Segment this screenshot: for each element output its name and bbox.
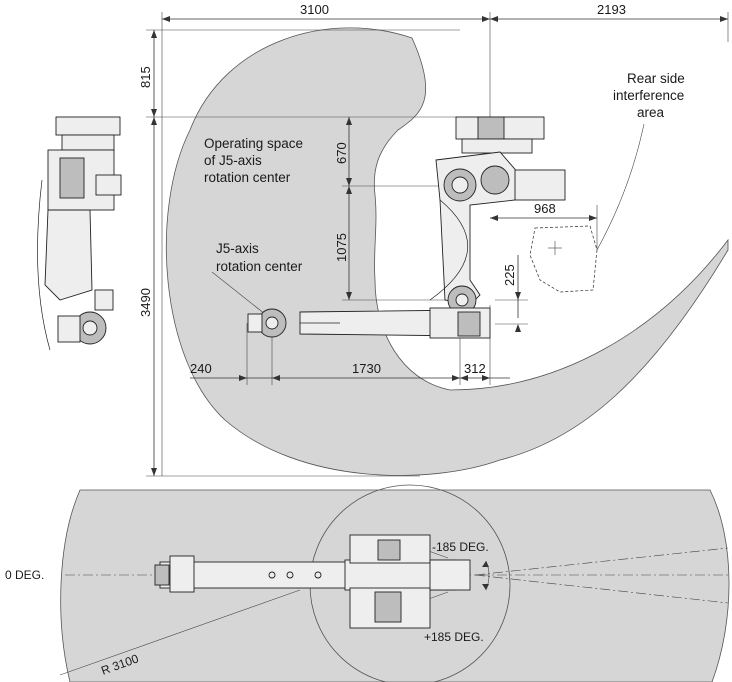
dim-225: 225: [502, 264, 517, 286]
operating-space-label-3: rotation center: [204, 170, 291, 185]
dim-968: 968: [534, 201, 556, 216]
dim-670: 670: [334, 142, 349, 164]
robot-side-view: [247, 116, 566, 339]
rear-label-2: interference: [613, 88, 684, 103]
dim-240: 240: [190, 361, 212, 376]
zero-deg-label: 0 DEG.: [5, 568, 44, 582]
operating-space-label-1: Operating space: [204, 136, 303, 151]
rear-label-1: Rear side: [627, 71, 685, 86]
plus-185-deg-label: +185 DEG.: [424, 630, 484, 644]
rear-interference-area: [529, 225, 598, 293]
dim-1730: 1730: [352, 361, 381, 376]
robot-plan-view: [154, 534, 471, 629]
dim-3100: 3100: [300, 2, 329, 17]
dim-312: 312: [464, 361, 486, 376]
robot-side-profile: [37, 116, 122, 351]
operating-space-label-2: of J5-axis: [204, 153, 262, 168]
dim-2193: 2193: [597, 2, 626, 17]
dim-3490: 3490: [138, 288, 153, 317]
j5-center-label-2: rotation center: [216, 259, 303, 274]
operating-space-zone: [165, 27, 729, 476]
j5-center-label-1: J5-axis: [216, 241, 259, 256]
minus-185-deg-label: -185 DEG.: [432, 540, 489, 554]
dim-815: 815: [138, 66, 153, 88]
dim-1075: 1075: [334, 233, 349, 262]
rear-label-3: area: [637, 105, 665, 120]
